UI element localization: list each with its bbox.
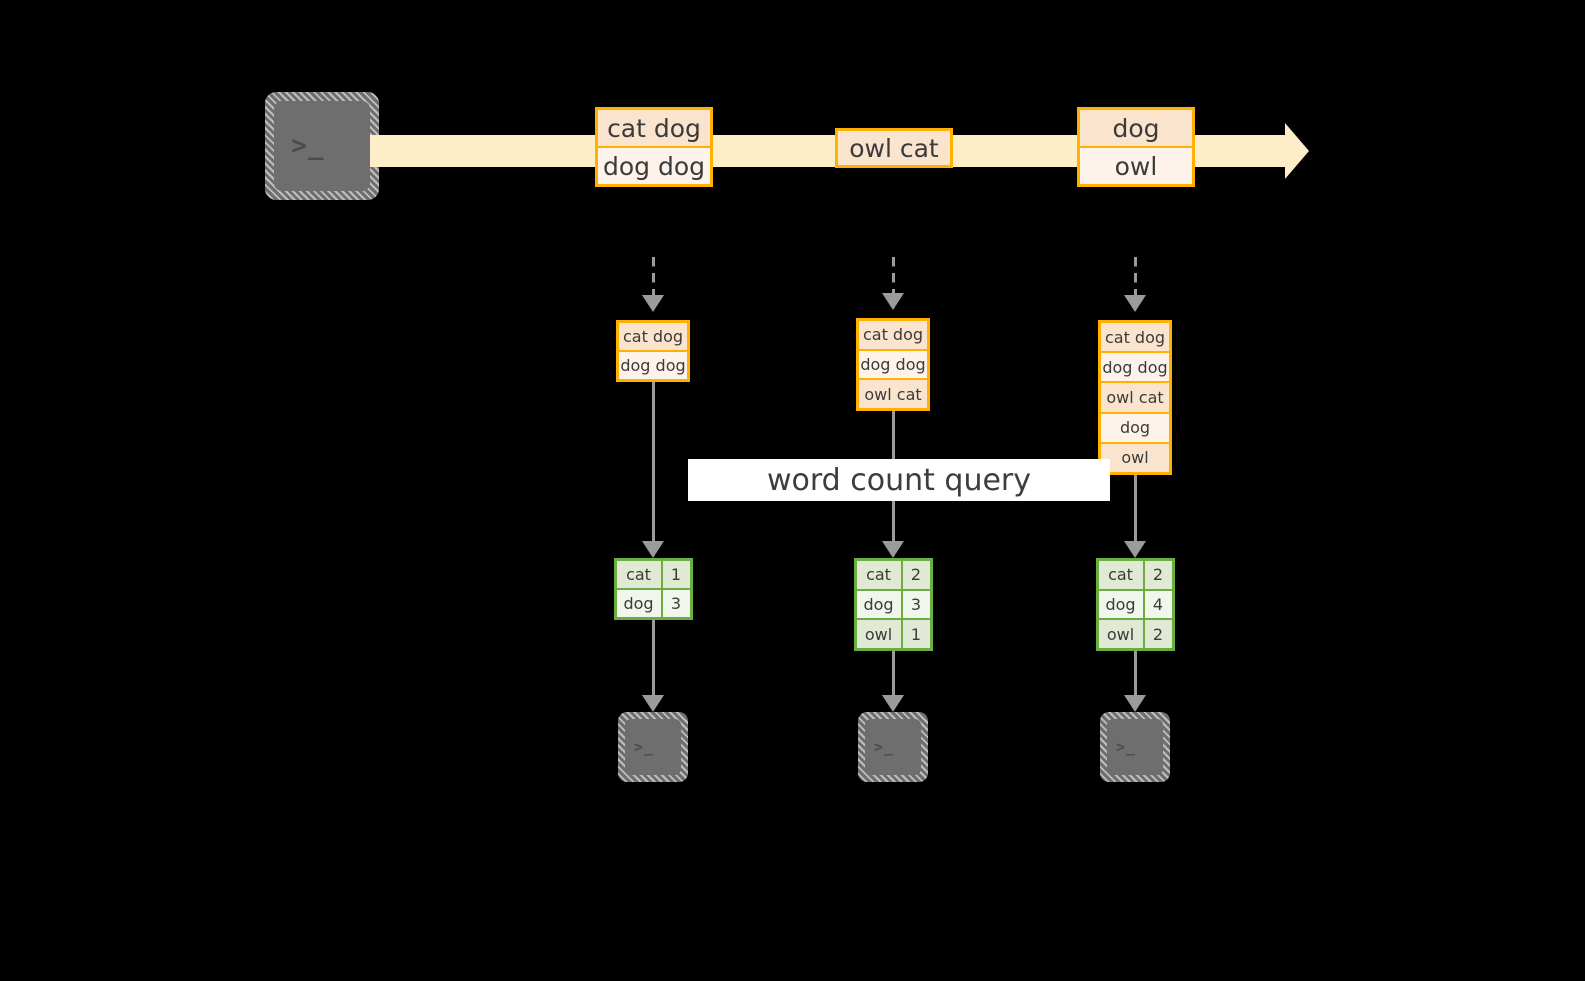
accumulated-input-line: dog dog (859, 350, 927, 381)
accumulated-input-line: cat dog (1101, 323, 1169, 354)
result-word-cell: dog (616, 590, 663, 617)
stream-event-line: cat dog (598, 110, 710, 148)
result-word-cell: dog (856, 590, 903, 619)
dashed-connector-arrowhead (642, 295, 664, 312)
query-connector-3 (1134, 475, 1137, 541)
query-connector-arrowhead (882, 541, 904, 558)
stream-event-line: dog (1080, 110, 1192, 148)
sink-terminal-3[interactable]: >_ (1100, 712, 1170, 782)
result-word-cell: dog (1098, 590, 1145, 619)
query-label: word count query (688, 459, 1110, 501)
result-word-cell: cat (1098, 561, 1145, 589)
result-word-cell: cat (616, 561, 663, 588)
result-count-cell: 2 (902, 561, 930, 589)
source-terminal[interactable]: >_ (265, 92, 379, 200)
query-connector-arrowhead (1124, 541, 1146, 558)
accumulated-input-line: dog (1101, 413, 1169, 444)
result-count-cell: 1 (902, 620, 930, 649)
query-connector-arrowhead (642, 541, 664, 558)
result-word-cell: cat (856, 561, 903, 589)
sink-connector-arrowhead (882, 695, 904, 712)
sink-terminal-1[interactable]: >_ (618, 712, 688, 782)
dashed-connector-3 (1134, 257, 1137, 295)
stream-arrowhead (1285, 123, 1309, 179)
terminal-prompt-glyph: >_ (873, 738, 895, 756)
dashed-connector-arrowhead (882, 293, 904, 310)
terminal-prompt-glyph: >_ (1115, 738, 1137, 756)
stream-event-box-2[interactable]: owl cat (835, 128, 953, 168)
terminal-prompt-glyph: >_ (291, 131, 325, 161)
sink-connector-arrowhead (1124, 695, 1146, 712)
terminal-prompt-glyph: >_ (633, 738, 655, 756)
sink-connector-arrowhead (642, 695, 664, 712)
accumulated-input-line: dog dog (619, 352, 687, 379)
result-count-cell: 1 (662, 561, 690, 588)
accumulated-input-line: cat dog (619, 323, 687, 352)
stream-event-line: dog dog (598, 148, 710, 184)
terminal-screen: >_ (274, 101, 370, 191)
result-count-cell: 3 (662, 590, 690, 617)
terminal-screen: >_ (1107, 719, 1163, 775)
dashed-connector-arrowhead (1124, 295, 1146, 312)
sink-terminal-2[interactable]: >_ (858, 712, 928, 782)
dashed-connector-2 (892, 257, 895, 293)
accumulated-input-line: owl cat (1101, 383, 1169, 414)
result-count-cell: 4 (1144, 590, 1172, 619)
accumulated-input-line: dog dog (1101, 353, 1169, 384)
sink-connector-3 (1134, 651, 1137, 695)
terminal-screen: >_ (625, 719, 681, 775)
dashed-connector-1 (652, 257, 655, 295)
accumulated-input-line: owl cat (859, 380, 927, 409)
accumulated-input-line: cat dog (859, 321, 927, 351)
result-count-cell: 3 (902, 590, 930, 619)
sink-connector-1 (652, 620, 655, 695)
sink-connector-2 (892, 651, 895, 695)
result-count-cell: 2 (1144, 561, 1172, 589)
query-connector-1 (652, 382, 655, 541)
result-word-cell: owl (1098, 620, 1145, 649)
terminal-screen: >_ (865, 719, 921, 775)
result-count-cell: 2 (1144, 620, 1172, 649)
stream-event-line: owl (1080, 148, 1192, 184)
stream-event-line: owl cat (838, 131, 950, 165)
result-word-cell: owl (856, 620, 903, 649)
accumulated-input-line: owl (1101, 443, 1169, 473)
